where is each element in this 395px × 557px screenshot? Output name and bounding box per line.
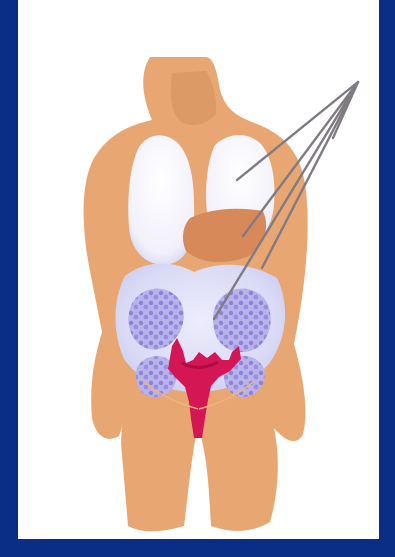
illustration-panel: [18, 0, 379, 539]
human-anatomy-illustration: [18, 0, 379, 539]
